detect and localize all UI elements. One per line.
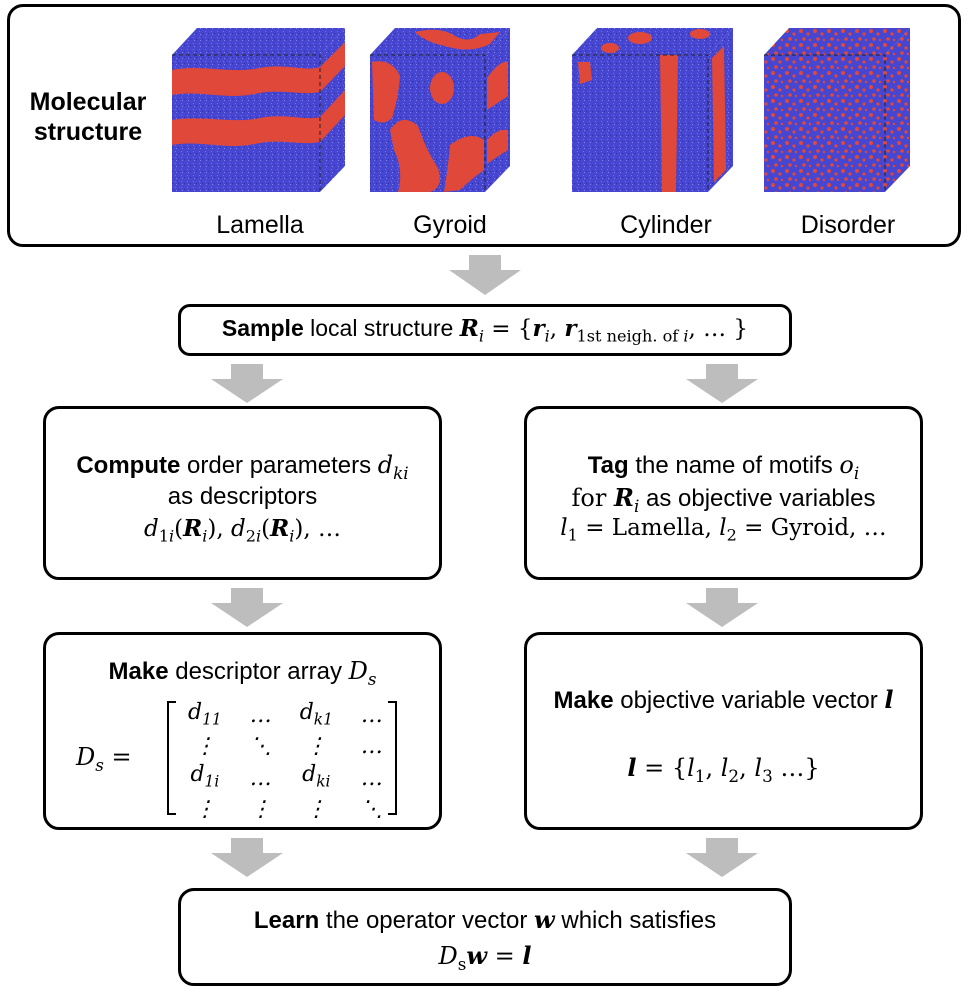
- make-descriptor-box: Make descriptor array Ds Ds = d11…dk1… ⋮…: [43, 632, 442, 830]
- disorder-cube-icon: [764, 28, 910, 192]
- tag-bold: Tag: [587, 452, 629, 479]
- matrix-left-bracket: [167, 701, 176, 815]
- lamella-label: Lamella: [216, 211, 304, 239]
- matrix-table: d11…dk1… ⋮⋱⋮… d1i…dki… ⋮⋮⋮⋱: [188, 700, 383, 822]
- compute-dki: dki: [377, 451, 409, 483]
- learn-formula: Dsw = l: [438, 941, 532, 974]
- make-d-ds: Ds: [348, 657, 377, 689]
- cylinder-label: Cylinder: [620, 211, 712, 239]
- tag-box: Tag the name of motifs oi for Ri as obje…: [524, 406, 923, 580]
- make-objective-box: Make objective variable vector l l = {l1…: [524, 632, 923, 830]
- gyroid-label: Gyroid: [413, 211, 487, 239]
- descriptor-matrix: Ds = d11…dk1… ⋮⋱⋮… d1i…dki… ⋮⋮⋮⋱: [66, 699, 426, 822]
- sample-text: local structure: [310, 315, 454, 341]
- make-l-bold: Make: [553, 687, 614, 714]
- make-l-formula: l = {l1, l2, l3 …}: [627, 753, 820, 786]
- compute-line3: d1i(Ri), d2i(Ri), …: [143, 515, 342, 546]
- cubes-illustration: [172, 28, 910, 192]
- arrow-down-5: [686, 588, 758, 627]
- arrow-down-7: [686, 838, 758, 877]
- learn-bold: Learn: [253, 907, 320, 934]
- sample-box: Sample local structure Ri = {ri, r1st ne…: [178, 304, 792, 356]
- make-l-vec: l: [884, 685, 894, 714]
- compute-text: order parameters: [187, 452, 372, 479]
- molecular-structure-label: Molecular structure: [29, 88, 147, 146]
- tag-ri: for Ri: [571, 483, 640, 516]
- make-l-text: objective variable vector: [620, 687, 878, 714]
- disorder-label: Disorder: [800, 211, 896, 239]
- sample-bold: Sample: [221, 315, 304, 341]
- lamella-cube-icon: [172, 28, 345, 192]
- arrow-down-2: [211, 364, 283, 403]
- tag-line2: as objective variables: [645, 485, 876, 512]
- arrow-down-6: [211, 838, 283, 877]
- matrix-lhs: Ds =: [76, 743, 132, 775]
- matrix-right-bracket: [388, 701, 397, 815]
- make-d-text: descriptor array: [175, 658, 342, 685]
- compute-box: Compute order parameters dki as descript…: [43, 406, 442, 580]
- learn-text2: which satisfies: [561, 907, 717, 934]
- learn-box: Learn the operator vector w which satisf…: [178, 888, 792, 986]
- compute-bold: Compute: [76, 452, 181, 479]
- tag-text: the name of motifs: [635, 452, 833, 479]
- learn-w: w: [534, 905, 555, 934]
- arrow-down-3: [686, 364, 758, 403]
- cylinder-cube-icon: [572, 28, 733, 192]
- compute-line2: as descriptors: [167, 483, 318, 510]
- make-d-bold: Make: [108, 658, 169, 685]
- gyroid-cube-icon: [370, 28, 510, 192]
- arrow-down-4: [211, 588, 283, 627]
- tag-line3: l1 = Lamella, l2 = Gyroid, …: [560, 515, 887, 545]
- tag-oi: oi: [839, 451, 860, 483]
- arrow-down-1: [449, 255, 521, 295]
- learn-text: the operator vector: [325, 907, 528, 934]
- sample-formula: Ri = {ri, r1st neigh. of i, … }: [459, 315, 749, 346]
